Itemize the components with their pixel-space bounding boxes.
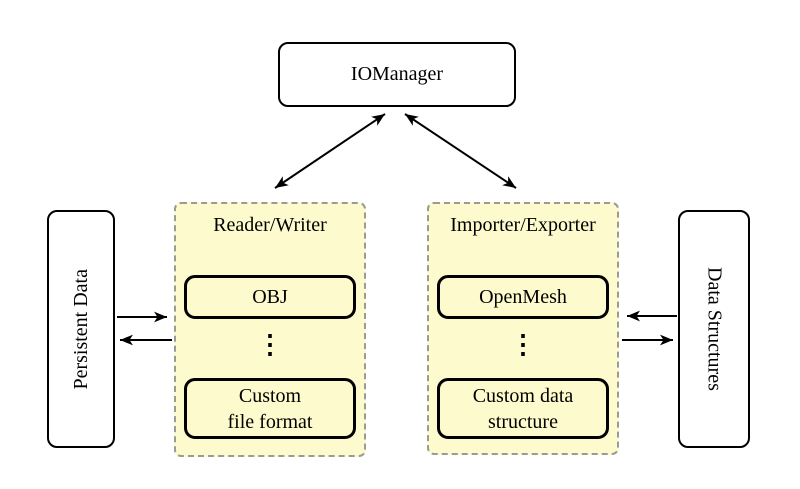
obj-node: OBJ xyxy=(184,275,356,319)
reader-writer-ellipsis: ⋮ xyxy=(257,330,283,359)
importer-exporter-title: Importer/Exporter xyxy=(450,214,596,236)
importer-exporter-panel: Importer/Exporter OpenMesh ⋮ Custom data… xyxy=(427,202,619,455)
iomanager-node: IOManager xyxy=(278,42,516,107)
data-structures-node: Data Structures xyxy=(678,210,750,448)
data-structures-label: Data Structures xyxy=(703,267,726,391)
persistent-data-label: Persistent Data xyxy=(69,268,92,390)
openmesh-node: OpenMesh xyxy=(437,275,609,319)
custom-data-structure-node: Custom data structure xyxy=(437,378,609,439)
iomanager-label: IOManager xyxy=(350,63,444,85)
reader-writer-title: Reader/Writer xyxy=(213,214,327,236)
arrow-iomanager-importerexporter xyxy=(404,113,517,189)
reader-writer-panel: Reader/Writer OBJ ⋮ Custom file format xyxy=(174,202,366,457)
custom-file-format-node: Custom file format xyxy=(184,378,356,439)
arrow-iomanager-readerwriter xyxy=(274,113,386,189)
persistent-data-node: Persistent Data xyxy=(47,210,115,448)
importer-exporter-ellipsis: ⋮ xyxy=(510,330,536,359)
